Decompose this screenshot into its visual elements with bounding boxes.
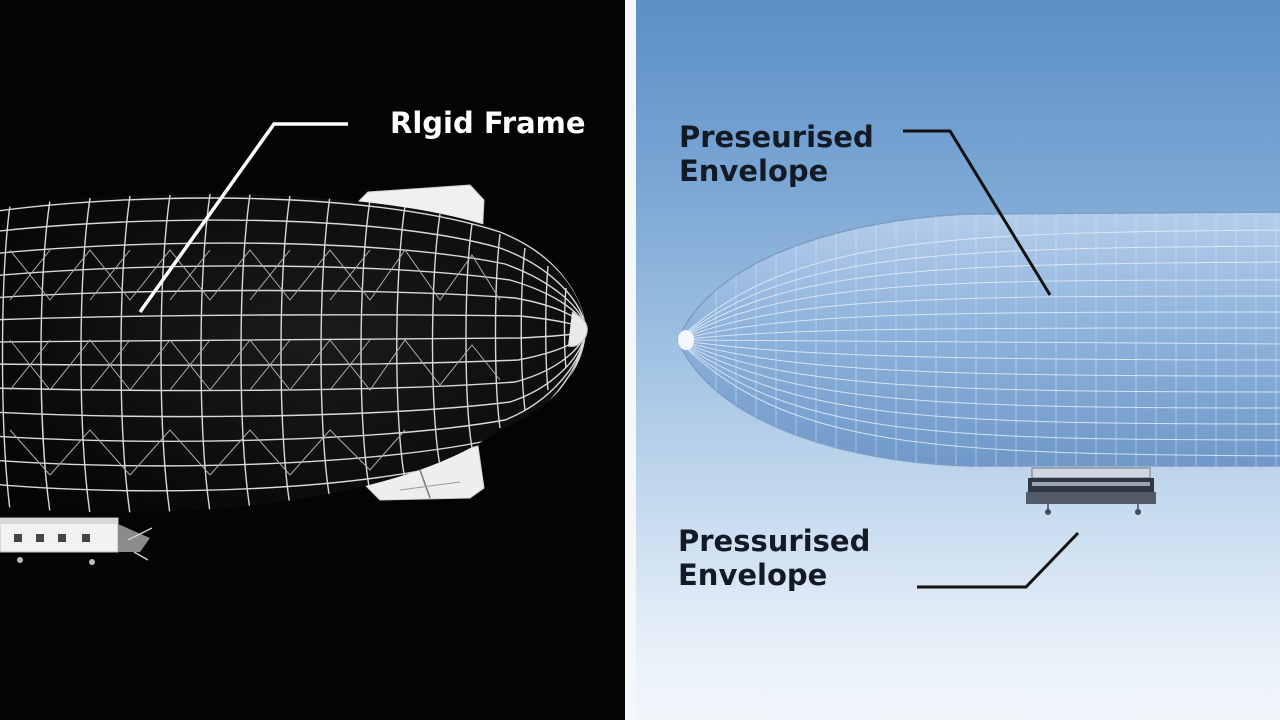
envelope-body [677,211,1280,467]
rigid-airship-panel: Rlgid Frame [0,0,625,720]
bottom-leader-line [917,531,1080,589]
pressurised-airship-illustration [677,129,1280,589]
frame-lattice [0,193,586,513]
panel-divider [625,0,636,720]
top-envelope-label: Preseurised Envelope [679,120,874,188]
top-envelope-label-line2: Envelope [679,154,829,188]
pressurised-airship-panel [636,0,1280,720]
gondola [1026,467,1156,515]
bottom-envelope-label: Pressurised Envelope [678,524,870,592]
rigid-frame-label: Rlgid Frame [390,106,586,140]
rigid-airship-illustration [0,122,588,565]
gondola [0,517,153,565]
envelope-mesh [678,213,1280,466]
top-leader-line [903,129,1052,296]
bottom-envelope-label-line1: Pressurised [678,524,871,558]
bottom-envelope-label-line2: Envelope [678,558,828,592]
rigid-frame-leader-line [138,122,348,314]
top-envelope-label-line1: Preseurised [679,120,874,154]
